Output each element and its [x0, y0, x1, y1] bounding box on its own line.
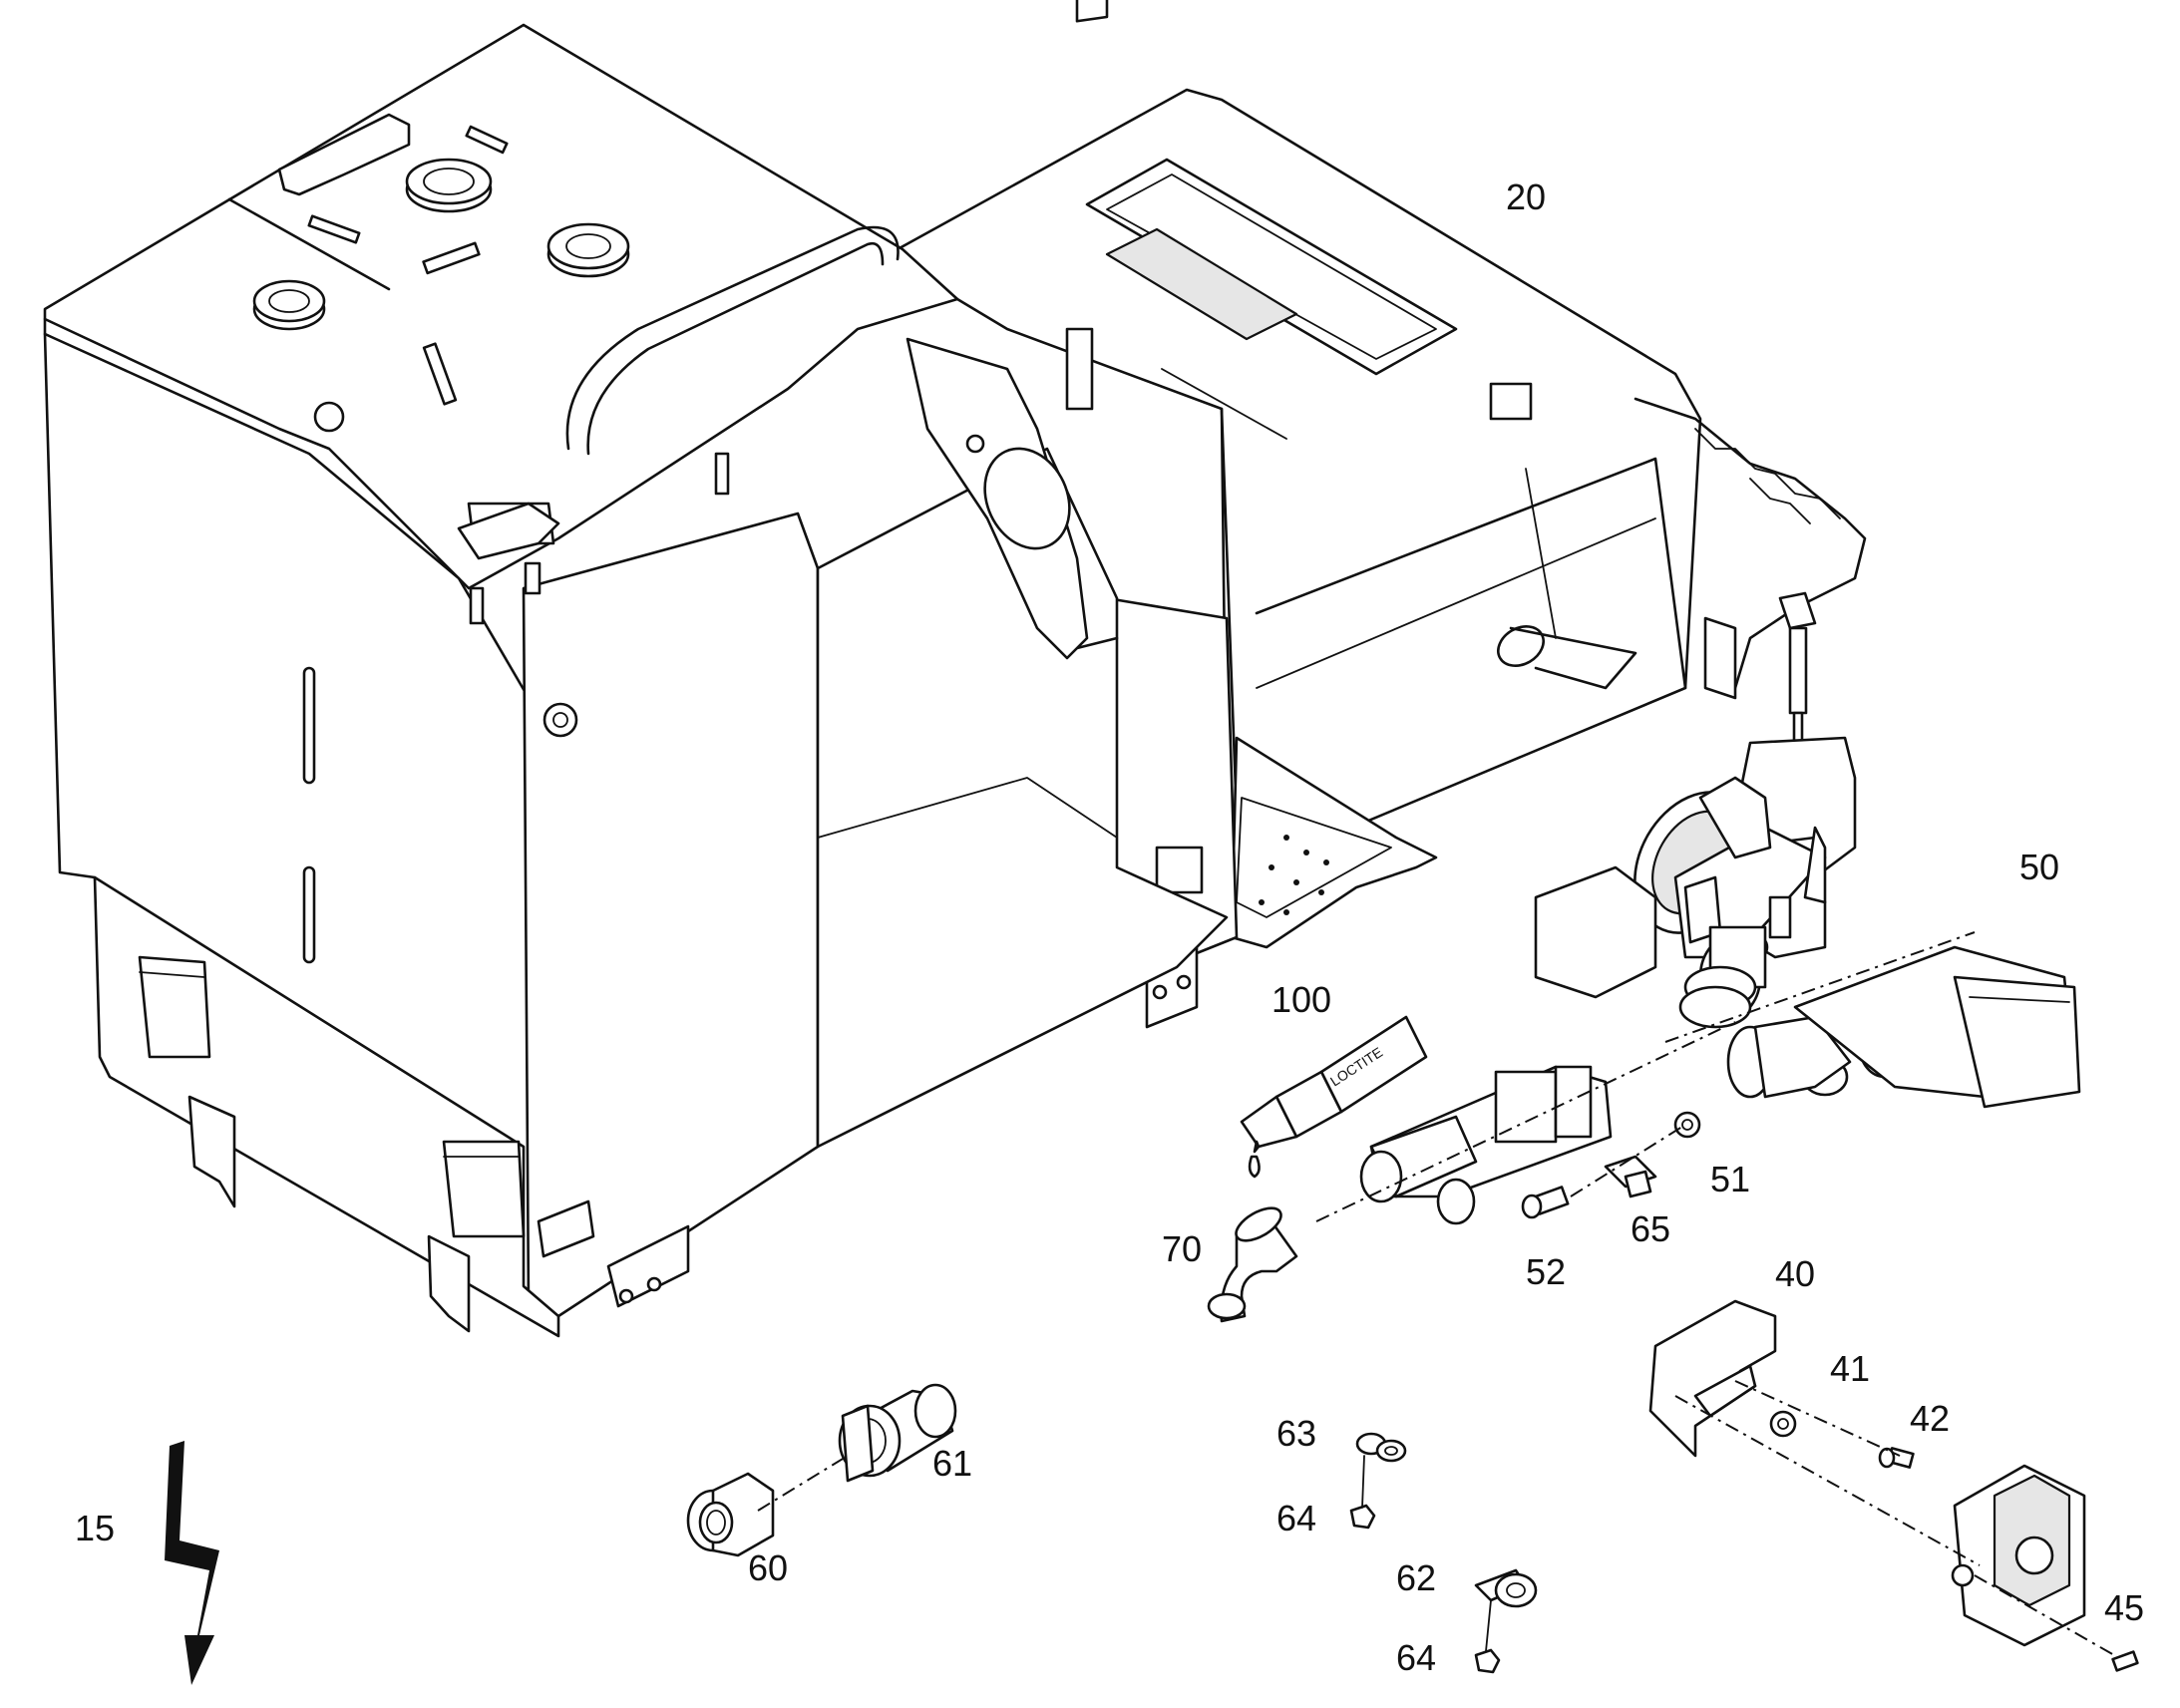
callout-51: 51	[1710, 1159, 1750, 1199]
nut-64-lower	[1474, 1648, 1501, 1674]
clamp-65	[1604, 1155, 1657, 1198]
callout-41: 41	[1830, 1348, 1870, 1389]
callout-100: 100	[1272, 979, 1331, 1020]
callout-64-lower: 64	[1396, 1637, 1436, 1678]
callout-45: 45	[2104, 1587, 2144, 1628]
fitting-61	[838, 1383, 957, 1483]
callout-15: 15	[75, 1508, 115, 1548]
callout-40: 40	[1775, 1253, 1815, 1294]
screw-42	[1878, 1447, 1915, 1469]
callout-50: 50	[2019, 847, 2059, 887]
callout-61: 61	[932, 1443, 972, 1484]
fitting-60	[686, 1472, 775, 1557]
front-housing	[43, 23, 1229, 1338]
clip-62	[1474, 1568, 1538, 1608]
pump-assembly	[1534, 591, 2081, 1109]
valve-fitting	[1359, 1065, 1613, 1225]
rear-frame	[896, 0, 1867, 1029]
callout-20: 20	[1506, 176, 1546, 217]
callout-63: 63	[1276, 1413, 1316, 1454]
control-unit-45	[1951, 1464, 2086, 1647]
nut-64-upper	[1349, 1504, 1376, 1530]
callout-42: 42	[1910, 1398, 1950, 1439]
callout-62: 62	[1396, 1557, 1436, 1598]
lightning-bolt-icon	[165, 1441, 219, 1685]
callout-70: 70	[1162, 1228, 1202, 1269]
housing-assembly	[43, 0, 1867, 1338]
bracket-group-40	[1648, 1299, 2139, 1672]
elbow-fitting	[1207, 1206, 1298, 1323]
callout-labels: 15 20 40 41 42 45 50 51 52 60 61 62 63 6…	[75, 176, 2144, 1678]
screw-45	[2111, 1650, 2139, 1672]
washer-51	[1673, 1111, 1701, 1139]
assembly-lines	[757, 931, 2115, 1656]
clip-63	[1355, 1432, 1407, 1463]
callout-65: 65	[1631, 1208, 1670, 1249]
callout-52: 52	[1526, 1251, 1566, 1292]
small-parts-51-52-65	[1521, 1111, 1701, 1219]
callout-60: 60	[748, 1547, 788, 1588]
loctite-tube: LOCTITE	[1240, 1015, 1428, 1179]
callout-64-upper: 64	[1276, 1498, 1316, 1538]
washer-41	[1769, 1410, 1797, 1438]
screw-52	[1521, 1186, 1570, 1219]
